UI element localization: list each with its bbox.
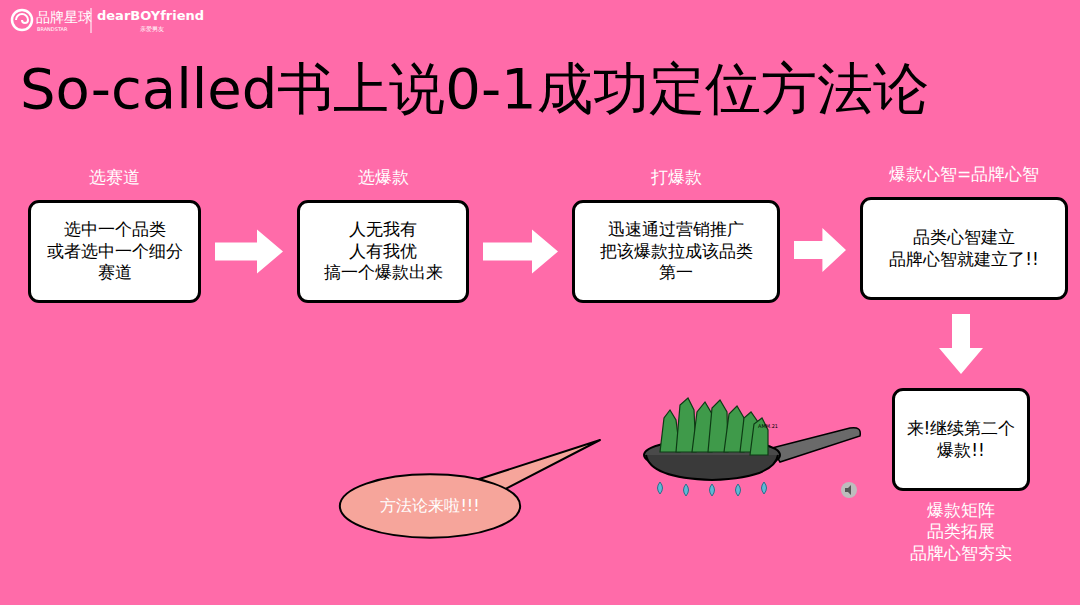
step-heading: 打爆款 (651, 166, 702, 189)
logo-text: 亲爱男友 (140, 26, 164, 32)
flames (658, 482, 767, 496)
process-box: 来!继续第二个爆款!!爆款矩阵 品类拓展 品牌心智夯实 (892, 388, 1030, 491)
logo-text: BRANDSTAR (37, 27, 67, 32)
block-arrow (794, 228, 846, 272)
block-arrow (939, 314, 983, 374)
logo-text: 品牌星球 (36, 10, 92, 24)
box-text: 迅速通过营销推广 把该爆款拉成该品类 第一 (595, 219, 757, 284)
box-text: 来!继续第二个爆款!! (906, 418, 1016, 462)
box-text: 方法论来啦!!! (380, 496, 479, 516)
step-heading: 选爆款 (358, 166, 409, 189)
process-box: 打爆款迅速通过营销推广 把该爆款拉成该品类 第一 (572, 200, 780, 303)
step-heading: 选赛道 (89, 166, 140, 189)
box-text: 选中一个品类 或者选中一个细分 赛道 (45, 219, 185, 284)
logo-icon (12, 10, 32, 30)
logo-text: dearBOYfriend (97, 9, 204, 22)
box-text: 品类心智建立 品牌心智就建立了!! (873, 227, 1055, 271)
title: So-called书上说0-1成功定位方法论 (20, 58, 929, 120)
block-arrow (483, 230, 558, 274)
process-box: 选赛道选中一个品类 或者选中一个细分 赛道 (28, 200, 201, 303)
speech-bubble: 方法论来啦!!! (338, 473, 522, 539)
vegetables (660, 398, 768, 455)
process-box: 选爆款人无我有 人有我优 搞一个爆款出来 (297, 200, 469, 303)
block-arrow (215, 230, 283, 274)
speaker-icon (841, 482, 857, 498)
step-heading: 爆款心智=品牌心智 (889, 163, 1039, 186)
note-text: 爆款矩阵 品类拓展 品牌心智夯实 (906, 500, 1016, 564)
logo-icon (16, 14, 28, 23)
signature: AMM.21 (758, 424, 778, 429)
process-box: 爆款心智=品牌心智品类心智建立 品牌心智就建立了!! (860, 197, 1068, 300)
box-text: 人无我有 人有我优 搞一个爆款出来 (321, 219, 446, 284)
